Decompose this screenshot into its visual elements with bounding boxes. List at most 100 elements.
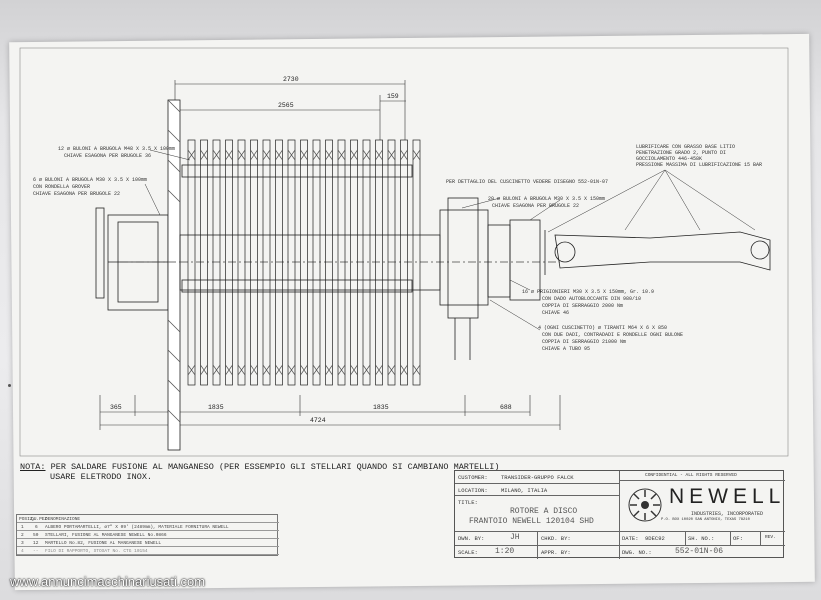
punch-hole bbox=[8, 384, 11, 387]
cell-desc: ALBERO PORTAMARTELLI, ø7" X 09' (2489mm)… bbox=[45, 525, 229, 530]
title-block: CUSTOMER: TRANSIDER-GRUPPO FALCK LOCATIO… bbox=[454, 470, 785, 559]
title-label: TITLE: bbox=[458, 499, 478, 506]
dim-bottom-right: 688 bbox=[500, 404, 512, 411]
callout-5-line1: LUBRIFICARE CON GRASSO BASE LITIO bbox=[636, 144, 736, 150]
callout-6-line3: COPPIA DI SERRAGGIO 2000 Nm bbox=[542, 303, 624, 309]
callout-5-line4: PRESSIONE MASSIMA DI LUBRIFICAZIONE 15 B… bbox=[636, 162, 763, 168]
dim-top3: 159 bbox=[387, 93, 399, 100]
dim-overall-top: 2730 bbox=[283, 76, 299, 83]
callout-1-line1: 12 ø BULONI A BRUGOLA M48 X 3.5 X 100mm bbox=[58, 146, 176, 152]
rotor-disc bbox=[362, 139, 371, 386]
rotor-disc bbox=[287, 139, 296, 386]
disc-hatch bbox=[200, 149, 208, 376]
rotor-disc bbox=[400, 139, 408, 386]
scale-value: 1:20 bbox=[495, 547, 515, 556]
dim-bottom-mid1: 1835 bbox=[208, 404, 224, 411]
company-address: P.O. BOX 10020 SAN ANTONIO, TEXAS 78210 bbox=[661, 518, 750, 522]
disc-hatch bbox=[212, 149, 221, 376]
confidential-notice: CONFIDENTIAL - ALL RIGHTS RESERVED bbox=[645, 473, 737, 478]
dim-overall-bottom: 4724 bbox=[310, 417, 326, 424]
note-label: NOTA: bbox=[20, 462, 46, 472]
rotor-disc bbox=[275, 139, 283, 386]
disc-hatch bbox=[362, 149, 371, 376]
parts-list-row: 1 6 ALBERO PORTAMARTELLI, ø7" X 09' (248… bbox=[17, 523, 279, 531]
callout-7-line3: COPPIA DI SERRAGGIO 21000 Nm bbox=[542, 339, 627, 345]
disc-hatch bbox=[350, 149, 358, 376]
disc-hatch bbox=[387, 149, 396, 376]
disc-hatch bbox=[375, 149, 383, 376]
callout-7-line2: CON DUE DADI, CONTRADADI E RONDELLE OGNI… bbox=[542, 332, 684, 338]
disc-hatch bbox=[325, 149, 333, 376]
customer-value: TRANSIDER-GRUPPO FALCK bbox=[501, 474, 574, 481]
cell-qty: -- bbox=[33, 549, 39, 554]
cell-qty: 12 bbox=[33, 541, 39, 546]
parts-list-header: POSIZ. QU.PEZ DENOMINAZIONE bbox=[17, 515, 279, 523]
disc-hatch bbox=[275, 149, 283, 376]
callout-5-line2: PENETRAZIONE GRADO 2, PUNTO DI bbox=[636, 150, 727, 156]
cell-qty: 6 bbox=[35, 525, 38, 530]
callout-2-line1: 6 ø BULONI A BRUGOLA M30 X 3.5 X 100mm bbox=[33, 177, 148, 183]
rotor-disc bbox=[337, 139, 346, 386]
rotor-disc bbox=[375, 139, 383, 386]
callout-4-line1: 20 ø BULONI A BRUGOLA M30 X 3.5 X 150mm bbox=[488, 196, 606, 202]
company-sub: INDUSTRIES, INCORPORATED bbox=[691, 511, 764, 517]
cell-pos: 2 bbox=[21, 533, 24, 538]
rotor-disc bbox=[412, 139, 421, 386]
disc-hatch bbox=[262, 149, 271, 376]
callout-7-line4: CHIAVE A TUBO 95 bbox=[542, 346, 591, 352]
rotor-disc bbox=[237, 139, 246, 386]
dwg-number: 552-01N-06 bbox=[675, 547, 724, 556]
header-denominazione: DENOMINAZIONE bbox=[45, 517, 81, 522]
cell-pos: 3 bbox=[21, 541, 24, 546]
customer-label: CUSTOMER: bbox=[458, 474, 488, 481]
callout-2-line2: CON RONDELLA GROVER bbox=[33, 184, 91, 190]
rotor-disc bbox=[225, 139, 233, 386]
parts-list-row: 2 50 STELLARI, FUSIONE AL MANGANESE NEWE… bbox=[17, 531, 279, 539]
rotor-disc bbox=[200, 139, 208, 386]
note-line1: PER SALDARE FUSIONE AL MANGANESO (PER ES… bbox=[50, 462, 500, 472]
rotor-disc bbox=[250, 139, 258, 386]
disc-hatch bbox=[337, 149, 346, 376]
disc-hatch bbox=[412, 149, 421, 376]
disc-hatch bbox=[287, 149, 296, 376]
disc-hatch bbox=[300, 149, 308, 376]
newell-logo-icon bbox=[628, 488, 662, 522]
callout-3: PER DETTAGLIO DEL CUSCINETTO VEDERE DISE… bbox=[446, 179, 609, 185]
location-value: MILANO, ITALIA bbox=[501, 487, 548, 494]
date-value: 9DEC92 bbox=[645, 535, 665, 542]
chkd-label: CHKD. BY: bbox=[541, 535, 571, 542]
disc-hatch bbox=[400, 149, 408, 376]
callout-2-line3: CHIAVE ESAGONA PER BRUGOLE 22 bbox=[33, 191, 121, 197]
callout-6-line1: 16 ø PRIGIONIERI M30 X 3.5 X 150mm, Gr. … bbox=[522, 289, 655, 295]
callout-6-line2: CON DADO AUTOBLOCCANTE DIN 980/10 bbox=[542, 296, 642, 302]
cell-pos: 4 bbox=[21, 549, 24, 554]
dim-top2: 2565 bbox=[278, 102, 294, 109]
rotor-disc bbox=[387, 139, 396, 386]
website-watermark: www.annuncimacchinariusati.com bbox=[10, 574, 206, 589]
disc-hatch bbox=[237, 149, 246, 376]
rotor-disc bbox=[187, 139, 196, 386]
callout-7-line1: 4 (OGNI CUSCINETTO) ø TIRANTI M64 X 6 X … bbox=[538, 325, 668, 331]
dim-bottom-left: 365 bbox=[110, 404, 122, 411]
rev-label: REV. bbox=[765, 535, 776, 540]
rotor-disc bbox=[350, 139, 358, 386]
header-posiz: POSIZ. bbox=[19, 517, 36, 522]
rotor-disc bbox=[325, 139, 333, 386]
scale-label: SCALE: bbox=[458, 549, 478, 556]
cell-qty: 50 bbox=[33, 533, 39, 538]
welding-note: NOTA: PER SALDARE FUSIONE AL MANGANESO (… bbox=[20, 462, 500, 482]
sheet-label: SH. NO.: bbox=[688, 535, 715, 542]
disc-hatch bbox=[312, 149, 321, 376]
cell-desc: FILO DI RAPPORTO, STOSAT No. CTG 10154 bbox=[45, 549, 148, 554]
header-qty: QU.PEZ bbox=[31, 517, 48, 522]
disc-hatch bbox=[250, 149, 258, 376]
rotor-disc bbox=[312, 139, 321, 386]
of-label: OF: bbox=[733, 535, 743, 542]
rotor-disc bbox=[262, 139, 271, 386]
cell-desc: MARTELLO No.82, FUSIONE AL MANGANESE NEW… bbox=[45, 541, 162, 546]
parts-list-table: POSIZ. QU.PEZ DENOMINAZIONE 1 6 ALBERO P… bbox=[16, 514, 279, 556]
parts-list-row: 4 -- FILO DI RAPPORTO, STOSAT No. CTG 10… bbox=[17, 547, 279, 555]
dwn-label: DWN. BY: bbox=[458, 535, 485, 542]
